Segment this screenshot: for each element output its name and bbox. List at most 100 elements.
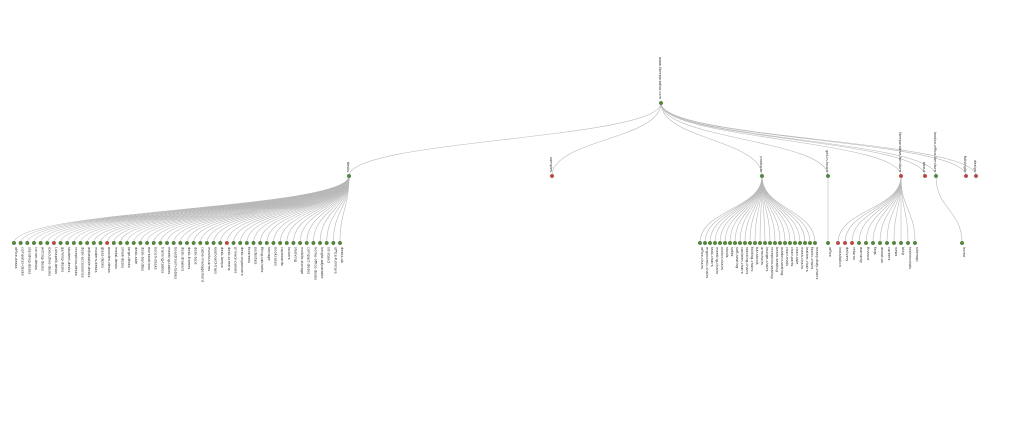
leaf-node-desk-lamps[interactable]	[218, 241, 223, 245]
leaf-node-task-chairs[interactable]	[708, 241, 712, 245]
leaf-node-installation[interactable]	[836, 241, 840, 245]
leaf-node-office[interactable]	[826, 241, 830, 245]
leaf-node-large-desks[interactable]	[125, 241, 130, 245]
edge-desks-wooden-desks	[106, 175, 350, 244]
leaf-node-student-desks[interactable]	[65, 241, 70, 245]
branch-node-london-office-furniture[interactable]	[934, 174, 938, 178]
leaf-node-desk-organisers[interactable]	[238, 241, 243, 245]
leaf-node-home-office-desks[interactable]	[311, 241, 316, 245]
leaf-node-stools[interactable]	[723, 241, 727, 245]
leaf-node-pedestals[interactable]	[251, 241, 256, 245]
leaf-node-workstations[interactable]	[145, 241, 150, 245]
branch-node-desks[interactable]	[347, 174, 351, 178]
leaf-node-beam-seating[interactable]	[773, 241, 777, 245]
leaf-node-bookcases[interactable]	[271, 241, 276, 245]
leaf-node-office-desks[interactable]	[12, 241, 16, 245]
leaf-node-stacking-chairs[interactable]	[743, 241, 747, 245]
leaf-node-testimonials[interactable]	[906, 241, 910, 245]
leaf-node-office-furniture[interactable]	[331, 241, 336, 245]
leaf-node-warranty[interactable]	[857, 241, 861, 245]
leaf-node-desk-bundles[interactable]	[138, 241, 143, 245]
leaf-node-leather-chairs[interactable]	[803, 241, 807, 245]
leaf-node-keyboard-trays[interactable]	[211, 241, 216, 245]
leaf-node-desk-screens[interactable]	[224, 241, 229, 245]
leaf-node-shelving[interactable]	[291, 241, 296, 245]
leaf-node-sofas[interactable]	[728, 241, 732, 245]
leaf-node-writing-desks[interactable]	[38, 241, 43, 245]
leaf-node-chair-parts[interactable]	[788, 241, 792, 245]
branch-node-design[interactable]	[974, 174, 978, 178]
leaf-node-desk-sale[interactable]	[131, 241, 136, 245]
leaf-node-reception-seating[interactable]	[768, 241, 772, 245]
leaf-node-height-adjustable[interactable]	[318, 241, 322, 245]
leaf-node-desk-frames[interactable]	[185, 241, 189, 245]
leaf-node-returns[interactable]	[850, 241, 854, 245]
leaf-node-filing-cabinets[interactable]	[258, 241, 263, 245]
branch-node-about[interactable]	[923, 174, 927, 178]
leaf-node-desk-tops[interactable]	[191, 241, 196, 245]
branch-node-fullsingle[interactable]	[964, 174, 968, 178]
leaf-node-soft-seating[interactable]	[733, 241, 737, 245]
leaf-node-l-shaped-desks[interactable]	[51, 241, 56, 245]
leaf-node-desk-accessories[interactable]	[78, 241, 83, 245]
leaf-node-glass-desks[interactable]	[98, 241, 103, 245]
leaf-node-bench-desks[interactable]	[151, 241, 156, 245]
leaf-node-training-tables[interactable]	[158, 241, 163, 245]
leaf-node-faqs[interactable]	[871, 241, 875, 245]
leaf-node-armchairs[interactable]	[758, 241, 762, 245]
leaf-node-canteen-chairs[interactable]	[738, 241, 742, 245]
root-node[interactable]	[659, 101, 663, 105]
leaf-node-cupboards[interactable]	[278, 241, 283, 245]
branch-node-libreparadise-furniture[interactable]	[899, 174, 903, 178]
leaf-node-desks-uk[interactable]	[338, 241, 342, 245]
leaf-node-bar-stools[interactable]	[753, 241, 757, 245]
leaf-node-computer-desks[interactable]	[18, 241, 23, 245]
leaf-node-storage[interactable]	[264, 241, 269, 245]
leaf-node-sit-stand[interactable]	[324, 241, 329, 245]
leaf-node-cable-management[interactable]	[198, 241, 203, 245]
leaf-node-ergonomic-chairs[interactable]	[703, 241, 707, 245]
leaf-node-footrests[interactable]	[244, 241, 249, 245]
leaf-node-meeting-tables[interactable]	[165, 241, 169, 245]
leaf-node-lockers[interactable]	[284, 241, 289, 245]
leaf-node-finance[interactable]	[864, 241, 868, 245]
leaf-node-gaming-desks[interactable]	[58, 241, 63, 245]
leaf-node-sitemap[interactable]	[913, 241, 917, 245]
leaf-node-chair-mats[interactable]	[783, 241, 787, 245]
leaf-label-stacking-chairs: stacking-chairs	[745, 247, 749, 274]
branch-node-samples[interactable]	[550, 174, 554, 178]
leaf-node-executive-desks[interactable]	[45, 241, 50, 245]
leaf-node-about-us[interactable]	[878, 241, 882, 245]
branch-node-products[interactable]	[760, 174, 764, 178]
leaf-node-outdoor-seating[interactable]	[778, 241, 782, 245]
leaf-node-adjustable-desks[interactable]	[85, 241, 90, 245]
leaf-node-blog[interactable]	[899, 241, 903, 245]
leaf-node-mesh-chairs[interactable]	[798, 241, 802, 245]
leaf-node-lounge-chairs[interactable]	[763, 241, 767, 245]
leaf-node-privacy-panels[interactable]	[231, 241, 236, 245]
leaf-node-home[interactable]	[960, 241, 964, 245]
branch-node-get-in-touch[interactable]	[826, 174, 830, 178]
leaf-node-boardroom-tables[interactable]	[171, 241, 176, 245]
leaf-node-standing-desks[interactable]	[25, 241, 30, 245]
leaf-node-office-chairs[interactable]	[698, 241, 702, 245]
leaf-node-meeting-chairs[interactable]	[713, 241, 717, 245]
leaf-node-corner-desks[interactable]	[32, 241, 36, 245]
leaf-node-metal-desks[interactable]	[111, 241, 116, 245]
leaf-node-modern-desks[interactable]	[91, 241, 96, 245]
leaf-node-fabric-chairs[interactable]	[808, 241, 812, 245]
leaf-node-delivery[interactable]	[843, 241, 847, 245]
leaf-node-chair-sale[interactable]	[793, 241, 797, 245]
leaf-node-compact-desks[interactable]	[304, 241, 309, 245]
leaf-node-news[interactable]	[892, 241, 896, 245]
leaf-node-heavy-duty-chairs[interactable]	[813, 241, 817, 245]
leaf-node-careers[interactable]	[885, 241, 889, 245]
leaf-node-wooden-desks[interactable]	[105, 241, 110, 245]
leaf-node-small-desks[interactable]	[118, 241, 123, 245]
leaf-node-monitor-arms[interactable]	[204, 241, 209, 245]
leaf-node-desk-drawers[interactable]	[178, 241, 183, 245]
leaf-node-reception-desks[interactable]	[71, 241, 76, 245]
leaf-node-visitor-chairs[interactable]	[718, 241, 722, 245]
leaf-node-folding-chairs[interactable]	[748, 241, 752, 245]
leaf-node-mobile-storage[interactable]	[298, 241, 303, 245]
